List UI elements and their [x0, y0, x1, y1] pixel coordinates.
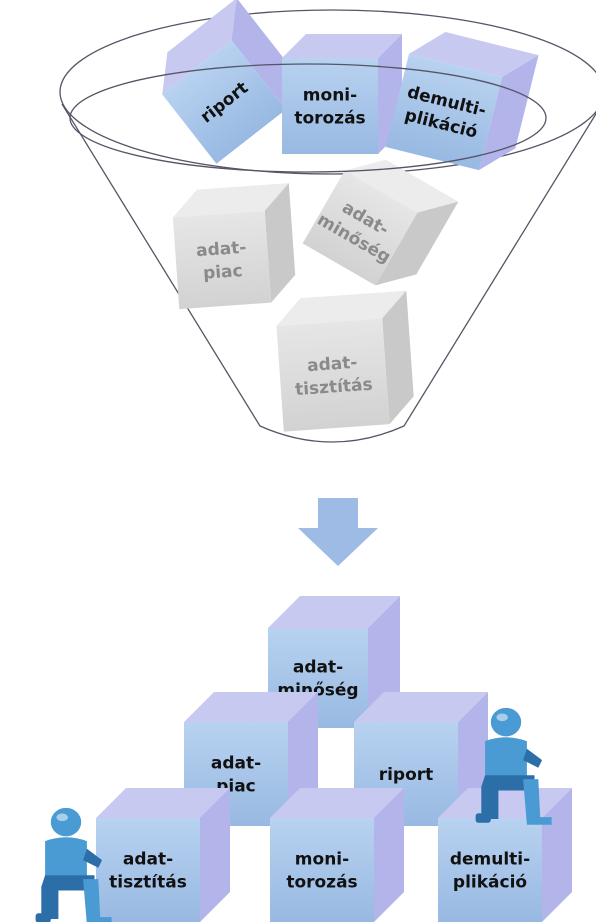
pyramid-block-adattisztitas-label-0: adat- — [123, 849, 173, 869]
pyramid-block-adatpiac-label-0: adat- — [211, 753, 261, 773]
pyramid-block-riport-top — [354, 692, 488, 722]
funnel-rim-outer — [59, 9, 596, 175]
funnel-block-adatminoseg: adat-minőség — [302, 159, 459, 286]
pyramid-block-monitorozas-label-1: torozás — [286, 872, 357, 892]
pyramid-block-demultiplikacio-front — [438, 818, 542, 922]
funnel-block-adatpiac-front — [172, 210, 272, 310]
funnel-block-demultiplikacio-top — [409, 31, 539, 78]
pyramid-block-demultiplikacio: demulti-plikáció — [438, 788, 572, 922]
funnel-block-adatpiac-label-1: piac — [202, 261, 243, 284]
pyramid-blocks: adat-minőségadat-piacriportadat-tisztítá… — [96, 596, 572, 922]
funnel-body — [61, 103, 596, 443]
pyramid-block-adattisztitas-label-1: tisztítás — [109, 872, 187, 892]
funnel-block-adattisztitas-label-0: adat- — [306, 353, 358, 376]
funnel-block-adattisztitas-top — [276, 290, 407, 326]
pyramid-block-monitorozas-top — [270, 788, 404, 818]
funnel-block-demultiplikacio-front — [385, 53, 503, 171]
funnel-block-adattisztitas-side — [382, 290, 414, 425]
funnel-block-demultiplikacio: demulti-plikáció — [385, 31, 539, 171]
funnel-block-monitorozas-front — [282, 58, 378, 154]
pyramid-block-adatpiac-top — [184, 692, 318, 722]
funnel-block-adatpiac-label-0: adat- — [195, 238, 247, 261]
funnel-block-adatpiac-side — [264, 183, 296, 303]
person-right-kneeling-person-icon — [475, 707, 552, 825]
pyramid-block-monitorozas-label-0: moni- — [295, 849, 349, 869]
pyramid-block-riport-label-0: riport — [379, 765, 434, 785]
pyramid-block-adattisztitas-side — [200, 788, 230, 922]
funnel-block-adattisztitas: adat-tisztítás — [276, 290, 414, 432]
pyramid-block-demultiplikacio-label-0: demulti- — [450, 849, 530, 869]
funnel-block-monitorozas-top — [282, 34, 402, 58]
funnel-block-riport-side — [231, 0, 291, 110]
pyramid-block-monitorozas-side — [374, 788, 404, 922]
funnel-block-demultiplikacio-side — [478, 55, 539, 171]
funnel-block-riport-top — [162, 0, 237, 95]
down-arrow-icon — [298, 498, 378, 566]
pyramid-block-adattisztitas-front — [96, 818, 200, 922]
funnel-block-adatpiac: adat-piac — [172, 183, 296, 310]
funnel-block-monitorozas-label-0: moni- — [303, 85, 357, 105]
funnel-rim-inner — [69, 63, 547, 173]
pyramid-block-adatminoseg-label-0: adat- — [293, 657, 343, 677]
pyramid-block-monitorozas: moni-torozás — [270, 788, 404, 922]
pyramid-block-adatpiac: adat-piac — [184, 692, 318, 826]
pyramid-block-monitorozas-front — [270, 818, 374, 922]
figures — [35, 707, 552, 922]
funnel-block-monitorozas-label-1: torozás — [294, 108, 365, 128]
pyramid-block-adatminoseg-top — [268, 596, 400, 628]
funnel-block-adatpiac-top — [172, 183, 289, 218]
pyramid-block-adattisztitas-top — [96, 788, 230, 818]
funnel-block-adatminoseg-front — [302, 170, 418, 286]
pyramid-block-adattisztitas: adat-tisztítás — [96, 788, 230, 922]
funnel-block-adatminoseg-side — [375, 201, 459, 286]
funnel-block-monitorozas: moni-torozás — [282, 34, 402, 154]
funnel-block-adatminoseg-top — [344, 159, 459, 213]
funnel-block-adattisztitas-front — [276, 318, 390, 432]
person-left-kneeling-person-icon — [35, 807, 112, 922]
pyramid-block-demultiplikacio-label-1: plikáció — [453, 872, 527, 892]
